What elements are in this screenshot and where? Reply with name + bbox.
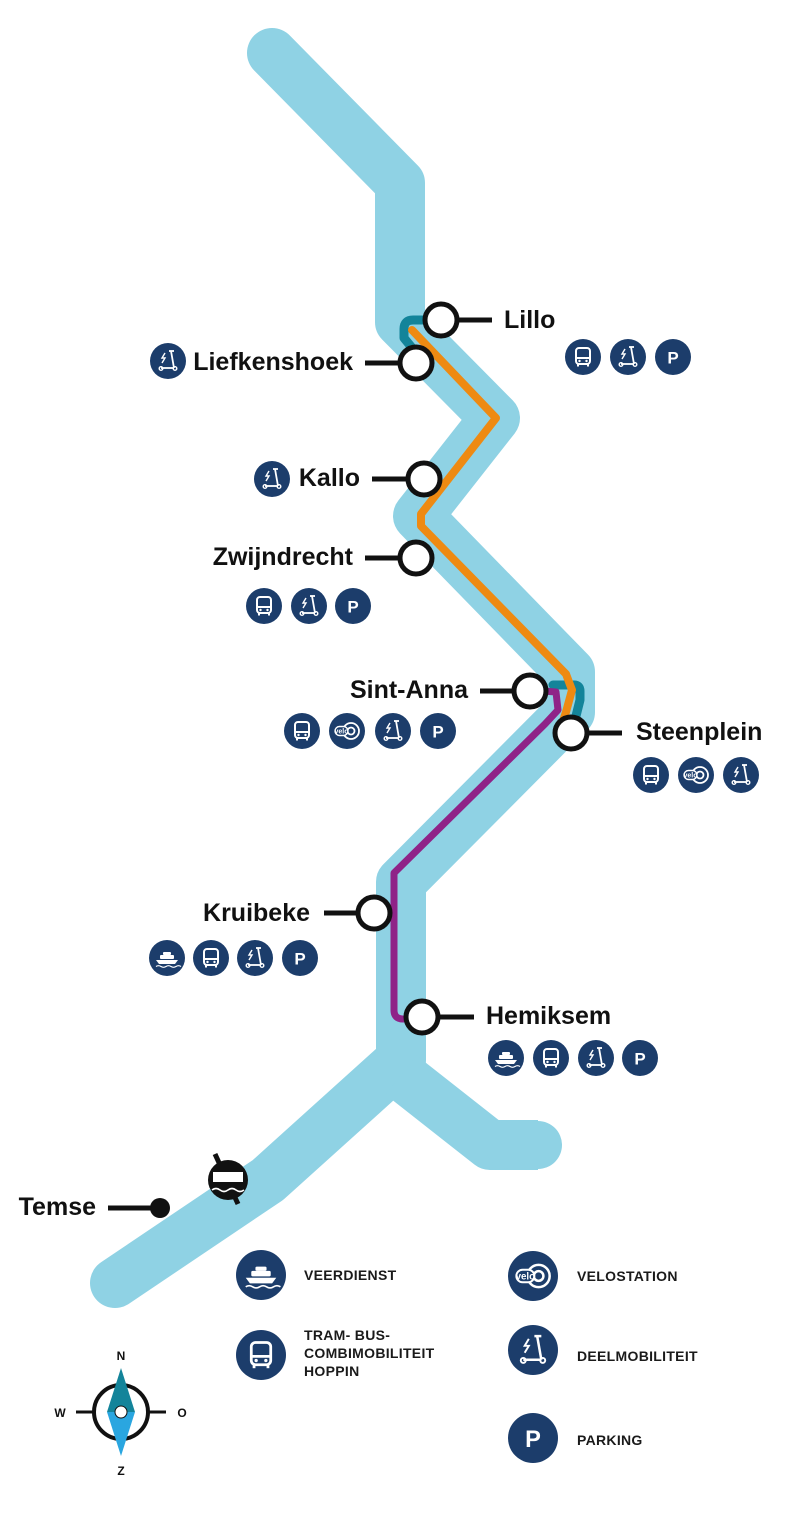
stop-kallo [405, 460, 443, 498]
velo-icon [329, 713, 365, 749]
parking-icon [335, 588, 371, 624]
scooter-icon [723, 757, 759, 793]
scooter-icon [610, 339, 646, 375]
stop-temse [150, 1198, 170, 1218]
bus-icon [633, 757, 669, 793]
station-label-lillo: Lillo [504, 306, 555, 334]
line-purple [390, 686, 562, 1023]
bus-icon [193, 940, 229, 976]
station-label-kallo: Kallo [299, 464, 360, 492]
stop-sint-anna [511, 672, 549, 710]
compass-w: W [54, 1406, 66, 1420]
river [90, 28, 595, 1308]
compass-e: O [177, 1406, 186, 1420]
ferry-icon [149, 940, 185, 976]
kruibeke-services [149, 940, 318, 976]
station-label-hemiksem: Hemiksem [486, 1002, 611, 1030]
scooter-icon [578, 1040, 614, 1076]
station-label-kruibeke: Kruibeke [203, 899, 310, 927]
station-label-zwijndrecht: Zwijndrecht [213, 543, 354, 571]
legend-velo-label: VELOSTATION [577, 1268, 678, 1284]
legend-bus-label-3: HOPPIN [304, 1363, 359, 1379]
ferry-icon [488, 1040, 524, 1076]
liefkenshoek-services [150, 343, 186, 379]
lillo-services [565, 339, 691, 375]
compass-n: N [117, 1349, 126, 1363]
legend-shared-label: DEELMOBILITEIT [577, 1348, 698, 1364]
station-label-sint-anna: Sint-Anna [350, 676, 469, 704]
legend-bus-label-2: COMBIMOBILITEIT [304, 1345, 435, 1361]
compass-needle-north [107, 1368, 135, 1412]
velo-icon [508, 1251, 558, 1301]
bus-icon [284, 713, 320, 749]
legend: VEERDIENST TRAM- BUS- COMBIMOBILITEIT HO… [236, 1250, 698, 1463]
parking-icon [622, 1040, 658, 1076]
scooter-icon [508, 1325, 558, 1375]
legend-ferry-label: VEERDIENST [304, 1267, 397, 1283]
parking-icon [655, 339, 691, 375]
river-branch-end [485, 1121, 562, 1169]
scooter-icon [375, 713, 411, 749]
line-teal [399, 315, 445, 360]
stop-lillo [422, 301, 460, 339]
velo-icon [678, 757, 714, 793]
zwijndrecht-services [246, 588, 371, 624]
stop-kruibeke [355, 894, 393, 932]
station-label-liefkenshoek: Liefkenshoek [193, 348, 353, 376]
compass-s: Z [117, 1464, 124, 1478]
bus-icon [533, 1040, 569, 1076]
compass: N O Z W [54, 1349, 186, 1478]
station-label-steenplein: Steenplein [636, 718, 762, 746]
kallo-services [254, 461, 290, 497]
ferry-icon [236, 1250, 286, 1300]
scooter-icon [150, 343, 186, 379]
river-main [90, 28, 595, 1308]
station-label-temse: Temse [19, 1193, 96, 1221]
legend-bus-label-1: TRAM- BUS- [304, 1327, 390, 1343]
bus-icon [246, 588, 282, 624]
stop-steenplein [552, 714, 590, 752]
station-circles [355, 301, 590, 1036]
bus-icon [236, 1330, 286, 1380]
stop-liefkenshoek [397, 344, 435, 382]
legend-parking-label: PARKING [577, 1432, 643, 1448]
parking-icon [508, 1413, 558, 1463]
hemiksem-services [488, 1040, 658, 1076]
sint-anna-services [284, 713, 456, 749]
compass-needle-south [107, 1412, 135, 1456]
stop-zwijndrecht [397, 539, 435, 577]
parking-icon [420, 713, 456, 749]
scooter-icon [291, 588, 327, 624]
scooter-icon [237, 940, 273, 976]
steenplein-services [633, 757, 759, 793]
ferry-crossing-temse [208, 1152, 248, 1206]
line-orange [408, 326, 576, 728]
scooter-icon [254, 461, 290, 497]
ferry-lines [390, 315, 585, 1023]
stop-hemiksem [403, 998, 441, 1036]
bus-icon [565, 339, 601, 375]
parking-icon [282, 940, 318, 976]
